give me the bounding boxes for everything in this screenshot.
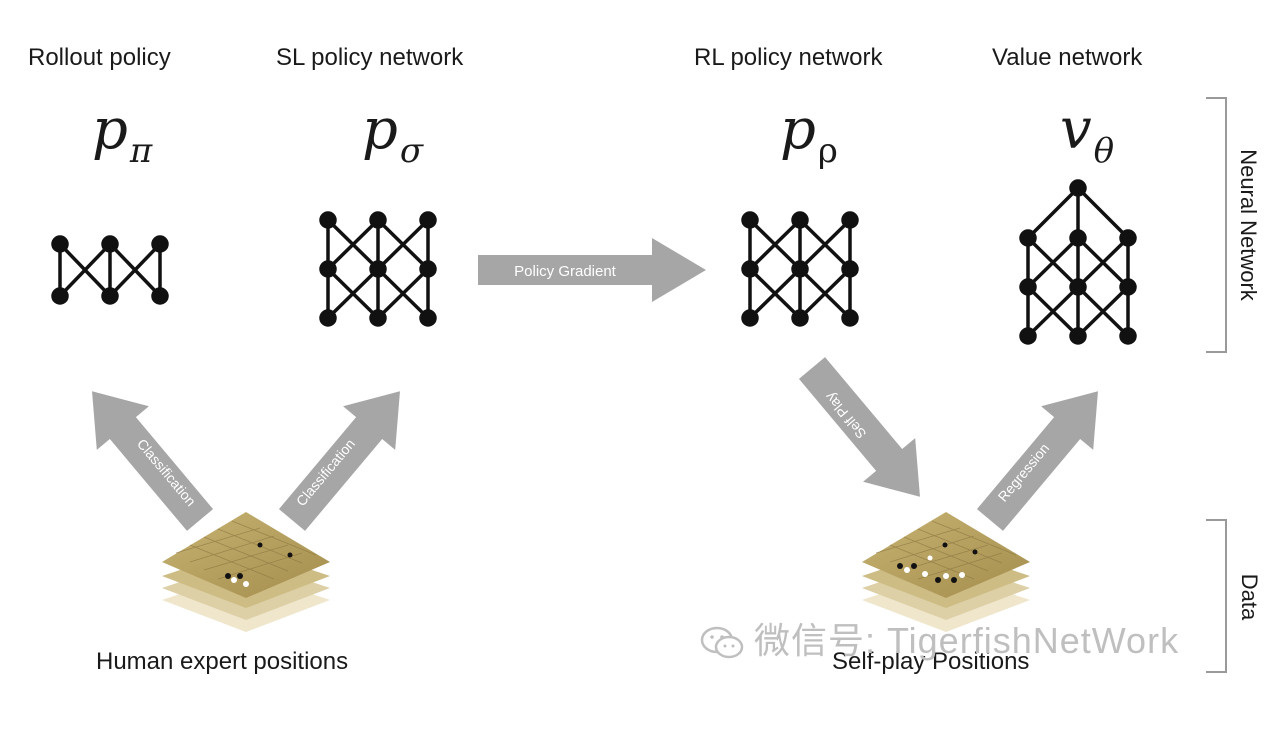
value-symbol-sub: θ [1093,131,1115,171]
sl-node [419,260,437,278]
data-bracket [1206,519,1227,673]
policy-gradient-arrow: Policy Gradient [478,238,706,302]
rl-node [741,309,759,327]
rollout-node [101,287,119,305]
sl-node [369,211,387,229]
human-expert-positions-label: Human expert positions [96,648,349,675]
value-node [1119,327,1137,345]
selfplay-positions-label: Self-play Positions [832,648,1030,675]
rl-network-graph [741,211,859,327]
rollout-node [151,287,169,305]
sl-node [319,260,337,278]
rl-node [841,309,859,327]
value-node [1119,229,1137,247]
value-node [1019,278,1037,296]
sl-symbol-sub: σ [399,131,424,171]
sl-node [369,260,387,278]
wechat-watermark: 微信号: TigerfishNetWork [700,612,1179,664]
neural-network-label: Neural Network [1235,149,1261,301]
sl-policy-symbol: pσ [362,102,423,169]
regression-arrow: Regression [976,391,1098,531]
rollout-node [151,235,169,253]
sl-symbol-base: p [362,97,398,162]
rl-node [741,260,759,278]
sl-node [419,309,437,327]
rollout-node [51,287,69,305]
rollout-node [51,235,69,253]
watermark-text: 微信号: TigerfishNetWork [754,620,1180,661]
value-node [1069,278,1087,296]
value-network-label: Value network [992,44,1143,71]
rl-node [791,211,809,229]
rl-node [791,260,809,278]
value-node [1069,179,1087,197]
rl-symbol-base: p [780,97,816,162]
rollout-symbol-sub: π [129,131,153,171]
neural-network-bracket [1206,97,1227,353]
value-node [1069,327,1087,345]
value-symbol-base: v [1060,97,1092,162]
rollout-node [101,235,119,253]
data-label: Data [1237,573,1263,621]
sl-node [419,211,437,229]
value-node [1119,278,1137,296]
rollout-policy-label: Rollout policy [28,44,171,71]
value-node [1069,229,1087,247]
rollout-policy-symbol: pπ [92,102,152,169]
wechat-icon [700,627,744,659]
policy-gradient-text: Policy Gradient [514,263,617,280]
human-positions-board-stack [162,512,330,632]
rl-symbol-sub: ρ [817,131,838,171]
rl-node [741,211,759,229]
rollout-symbol-base: p [92,97,128,162]
rl-node [791,309,809,327]
classification-right-arrow: Classification [278,391,400,531]
classification-left-arrow: Classification [92,391,214,531]
rl-policy-symbol: pρ [780,102,838,169]
value-node [1019,327,1037,345]
sl-policy-network-label: SL policy network [276,44,464,71]
rollout-network-graph [51,235,169,305]
self-play-arrow: Self Play [798,357,920,497]
rl-node [841,211,859,229]
rl-policy-network-label: RL policy network [694,44,883,71]
rl-node [841,260,859,278]
value-node [1019,229,1037,247]
sl-node [369,309,387,327]
value-network-graph [1019,179,1137,345]
selfplay-positions-board-stack [862,512,1030,632]
sl-node [319,211,337,229]
value-network-symbol: vθ [1060,102,1114,169]
sl-node [319,309,337,327]
sl-network-graph [319,211,437,327]
